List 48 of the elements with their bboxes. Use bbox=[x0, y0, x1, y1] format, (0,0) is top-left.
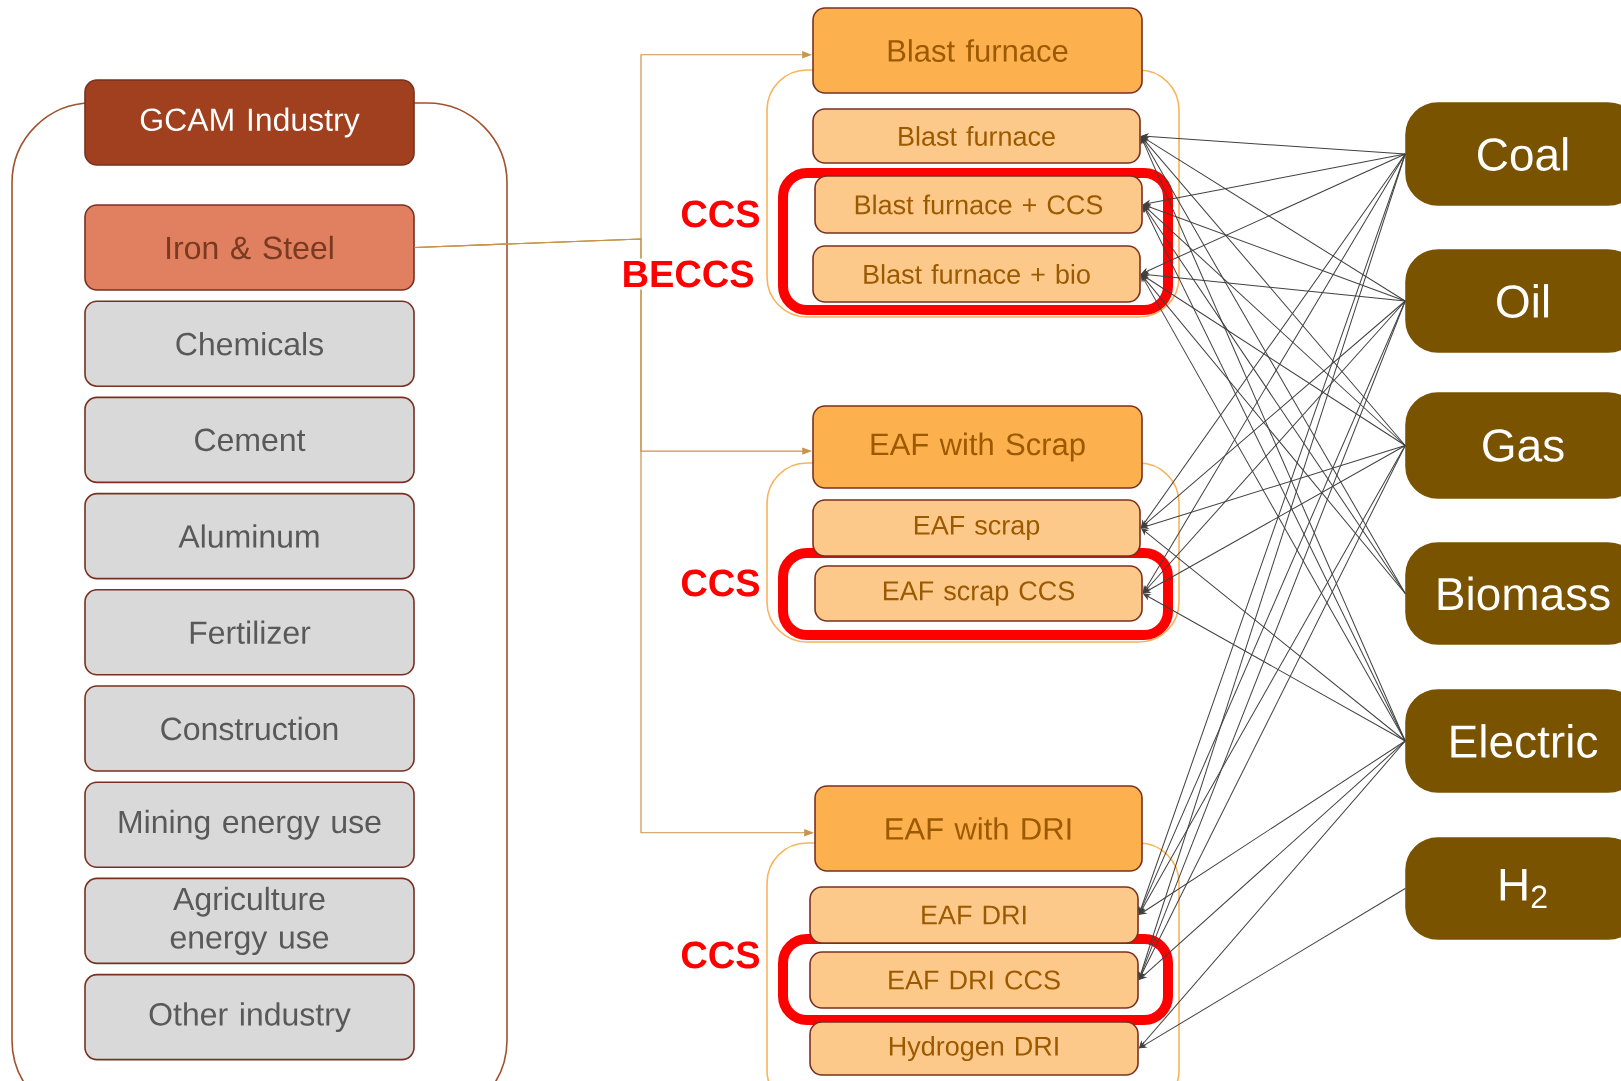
technology-header-box: Blast furnace bbox=[812, 7, 1143, 94]
technology-header-box: EAF with Scrap bbox=[812, 405, 1143, 489]
fuel-box: Coal bbox=[1405, 102, 1621, 206]
highlight-label: BECCS bbox=[619, 258, 757, 290]
technology-box: Blast furnace + CCS bbox=[814, 175, 1143, 234]
arrow bbox=[1139, 740, 1406, 1049]
arrow bbox=[1143, 204, 1406, 302]
fuel-box: Electric bbox=[1405, 689, 1621, 793]
arrow bbox=[1139, 888, 1406, 1049]
sector-box: Fertilizer bbox=[84, 589, 415, 676]
arrow bbox=[1141, 133, 1406, 155]
arrow bbox=[1141, 274, 1406, 446]
arrow bbox=[1143, 153, 1406, 207]
sector-box: Chemicals bbox=[84, 300, 415, 387]
highlight-label: CCS bbox=[678, 567, 763, 599]
technology-box: Blast furnace + bio bbox=[812, 245, 1141, 303]
technology-box: Blast furnace bbox=[812, 108, 1141, 164]
header-box: GCAM Industry bbox=[84, 79, 415, 166]
sector-box: Agriculture energy use bbox=[84, 877, 415, 965]
highlight-label: CCS bbox=[678, 198, 763, 230]
arrow bbox=[1141, 528, 1406, 742]
arrow bbox=[1143, 593, 1406, 742]
arrow bbox=[1141, 271, 1406, 302]
technology-box: EAF DRI CCS bbox=[809, 951, 1139, 1009]
sector-box: Cement bbox=[84, 396, 415, 484]
arrow bbox=[1141, 300, 1406, 528]
highlight-label: CCS bbox=[678, 939, 763, 971]
arrow bbox=[1141, 136, 1406, 302]
technology-box: EAF scrap bbox=[812, 499, 1141, 557]
technology-box: Hydrogen DRI bbox=[809, 1021, 1139, 1076]
sector-box: Iron & Steel bbox=[84, 204, 415, 291]
arrow bbox=[1143, 204, 1406, 446]
sector-box: Mining energy use bbox=[84, 781, 415, 868]
fuel-box: Biomass bbox=[1405, 542, 1621, 645]
fuel-box: Gas bbox=[1405, 392, 1621, 499]
arrow bbox=[1141, 445, 1406, 529]
sector-box: Aluminum bbox=[84, 492, 415, 580]
fuel-box: H$_{2}$ bbox=[1405, 837, 1621, 940]
technology-header-box: EAF with DRI bbox=[814, 785, 1143, 872]
fuel-box: Oil bbox=[1405, 249, 1621, 353]
arrow bbox=[1141, 153, 1406, 274]
sector-box: Other industry bbox=[84, 973, 415, 1061]
technology-box: EAF scrap CCS bbox=[814, 565, 1143, 622]
sector-box: Construction bbox=[84, 685, 415, 772]
arrow bbox=[1141, 153, 1406, 528]
arrow bbox=[1143, 445, 1406, 594]
technology-box: EAF DRI bbox=[809, 886, 1139, 944]
arrow bbox=[1139, 740, 1406, 915]
